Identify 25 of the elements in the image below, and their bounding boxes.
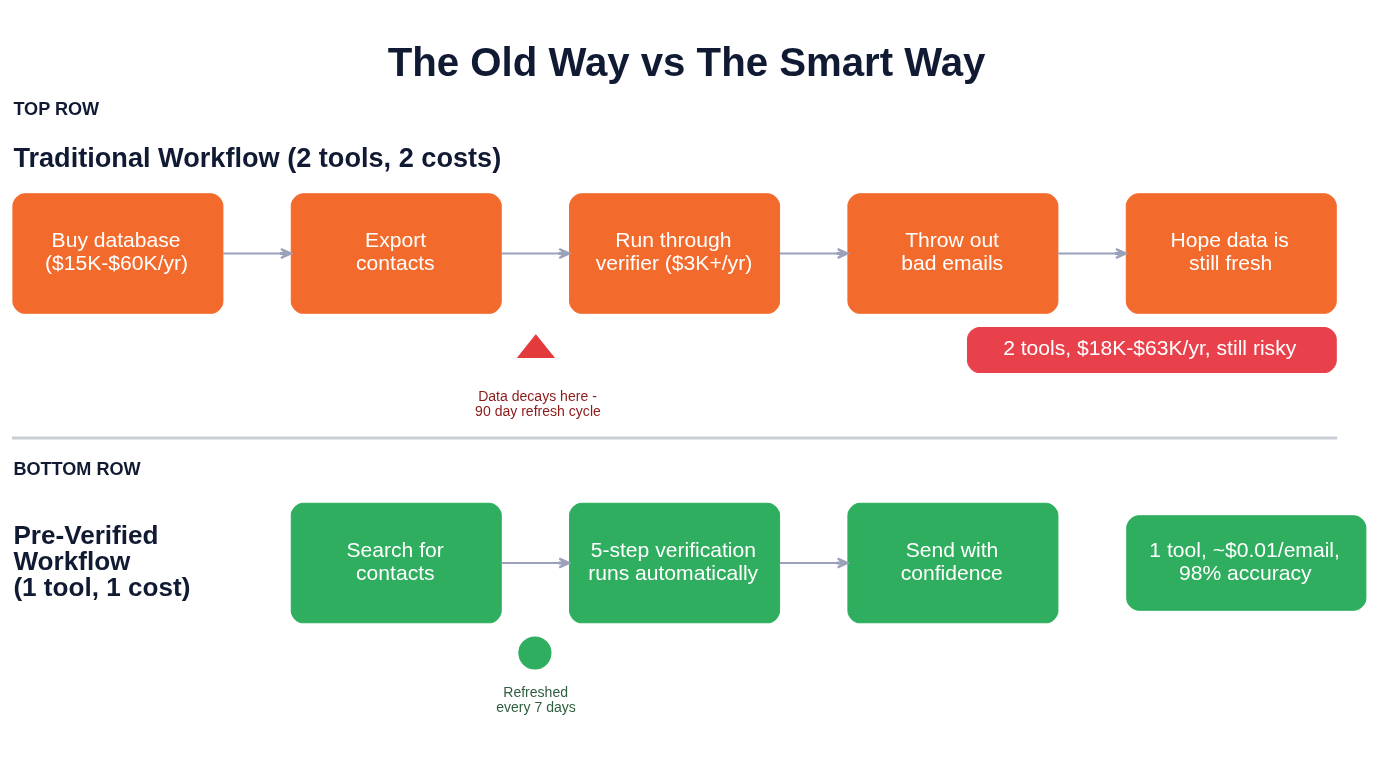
node-label: Refreshed every 7 days: [496, 683, 576, 715]
label: BOTTOM ROW: [13, 458, 141, 478]
node-box: Throw out bad emails: [847, 192, 1059, 314]
node-box: 5-step verification runs automatically: [569, 502, 781, 623]
arrow: [501, 557, 571, 569]
label: Traditional Workflow (2 tools, 2 costs): [13, 141, 502, 173]
arrow: [779, 247, 849, 259]
label: TOP ROW: [13, 98, 100, 119]
node-label: Data decays here - 90 day refresh cycle: [475, 387, 601, 419]
label: Pre-Verified Workflow (1 tool, 1 cost): [13, 519, 191, 602]
node-triangle: [517, 333, 555, 358]
node-box: 2 tools, $18K-$63K/yr, still risky: [967, 326, 1337, 373]
node-box: Run through verifier ($3K+/yr): [569, 192, 781, 314]
node-box: Send with confidence: [847, 502, 1059, 623]
node-box: Hope data is still fresh: [1125, 192, 1337, 314]
arrow: [779, 557, 849, 569]
node-box: Search for contacts: [290, 502, 502, 623]
arrow: [1058, 247, 1128, 259]
diagram-title: The Old Way vs The Smart Way: [387, 39, 986, 85]
node-box: 1 tool, ~$0.01/email, 98% accuracy: [1126, 514, 1367, 611]
node-box: Buy database ($15K-$60K/yr): [12, 192, 224, 314]
node-box: Export contacts: [290, 192, 502, 314]
arrow: [501, 247, 571, 259]
node-circle: [518, 635, 552, 670]
arrow: [223, 247, 293, 259]
